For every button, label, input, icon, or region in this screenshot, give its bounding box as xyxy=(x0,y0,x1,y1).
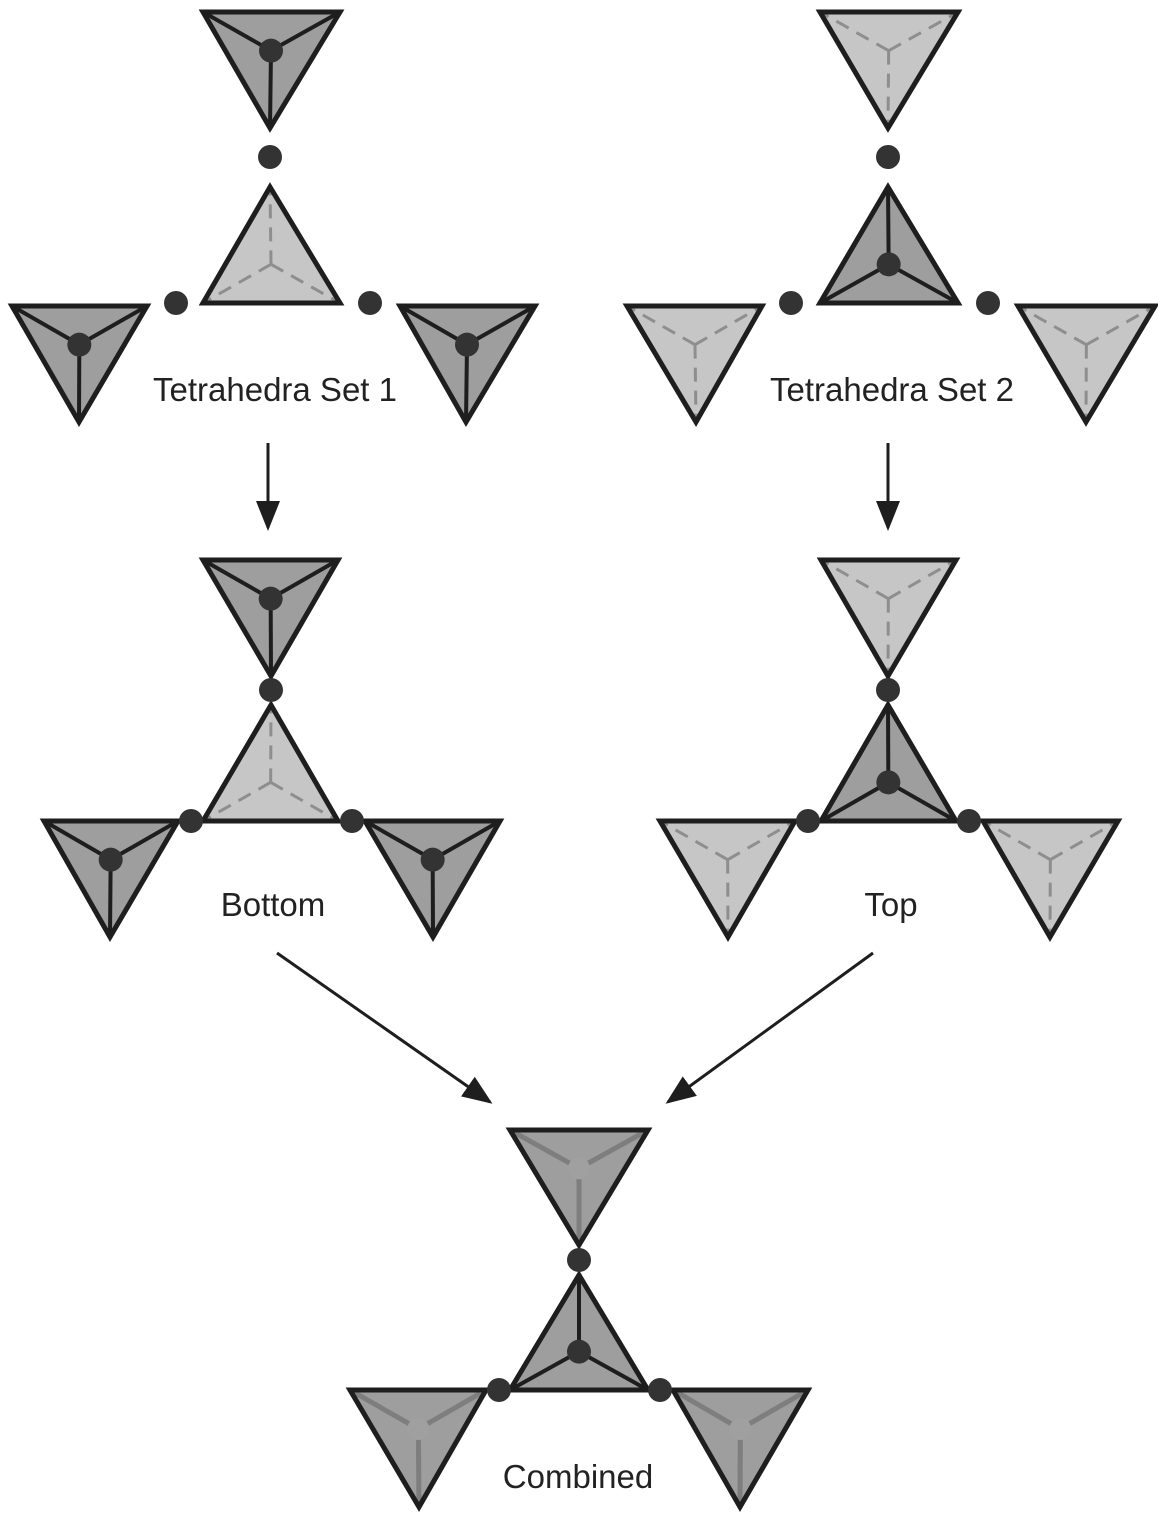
label-bottom: Bottom xyxy=(221,888,326,921)
shared-atom xyxy=(179,809,203,833)
center-atom xyxy=(568,1157,590,1179)
combined-right-tetrahedron xyxy=(673,1390,808,1507)
shared-atom xyxy=(340,809,364,833)
shared-atom xyxy=(648,1378,672,1402)
center-atom xyxy=(259,39,283,63)
top-top-tetrahedron xyxy=(821,560,956,676)
shared-atom xyxy=(259,678,283,702)
top-right-tetrahedron xyxy=(983,821,1118,937)
tetrahedron-edge xyxy=(418,1429,419,1507)
shared-atom xyxy=(876,145,900,169)
combined-top-tetrahedron xyxy=(510,1130,648,1245)
center-atom xyxy=(407,1418,429,1440)
set1-top-tetrahedron xyxy=(203,12,340,128)
label-tetrahedra-set-1: Tetrahedra Set 1 xyxy=(153,373,397,406)
center-atom xyxy=(67,333,91,357)
arrow-top-to-combined xyxy=(668,953,873,1102)
center-atom xyxy=(876,770,900,794)
set1-right-tetrahedron xyxy=(400,306,535,422)
shared-atom xyxy=(258,145,282,169)
bottom-right-tetrahedron xyxy=(365,821,500,937)
bottom-left-tetrahedron xyxy=(44,821,178,937)
shared-atom xyxy=(976,291,1000,315)
top-left-tetrahedron xyxy=(660,821,795,937)
shared-atom xyxy=(567,1248,591,1272)
set1-center-tetrahedron xyxy=(203,187,340,303)
center-atom xyxy=(729,1418,751,1440)
set2-center-tetrahedron xyxy=(820,187,958,303)
center-atom xyxy=(877,252,901,276)
combined-left-tetrahedron xyxy=(350,1390,486,1507)
set2-right-tetrahedron xyxy=(1018,306,1155,422)
center-atom xyxy=(259,587,283,611)
center-atom xyxy=(99,848,123,872)
label-tetrahedra-set-2: Tetrahedra Set 2 xyxy=(770,373,1014,406)
combined-center-tetrahedron xyxy=(510,1275,648,1390)
shared-atom xyxy=(796,809,820,833)
set1-left-tetrahedron xyxy=(12,306,147,422)
set2-left-tetrahedron xyxy=(627,306,762,422)
shared-atom xyxy=(876,678,900,702)
top-center-tetrahedron xyxy=(821,705,956,821)
set2-top-tetrahedron xyxy=(820,12,958,128)
bottom-center-tetrahedron xyxy=(203,705,338,821)
center-atom xyxy=(567,1340,591,1364)
shared-atom xyxy=(487,1378,511,1402)
center-atom xyxy=(421,848,445,872)
label-combined: Combined xyxy=(503,1460,653,1493)
shared-atom xyxy=(164,291,188,315)
bottom-top-tetrahedron xyxy=(203,560,338,676)
label-top: Top xyxy=(864,888,917,921)
shared-atom xyxy=(957,809,981,833)
shared-atom xyxy=(779,291,803,315)
arrow-bottom-to-combined xyxy=(277,953,490,1102)
center-atom xyxy=(455,333,479,357)
shared-atom xyxy=(358,291,382,315)
